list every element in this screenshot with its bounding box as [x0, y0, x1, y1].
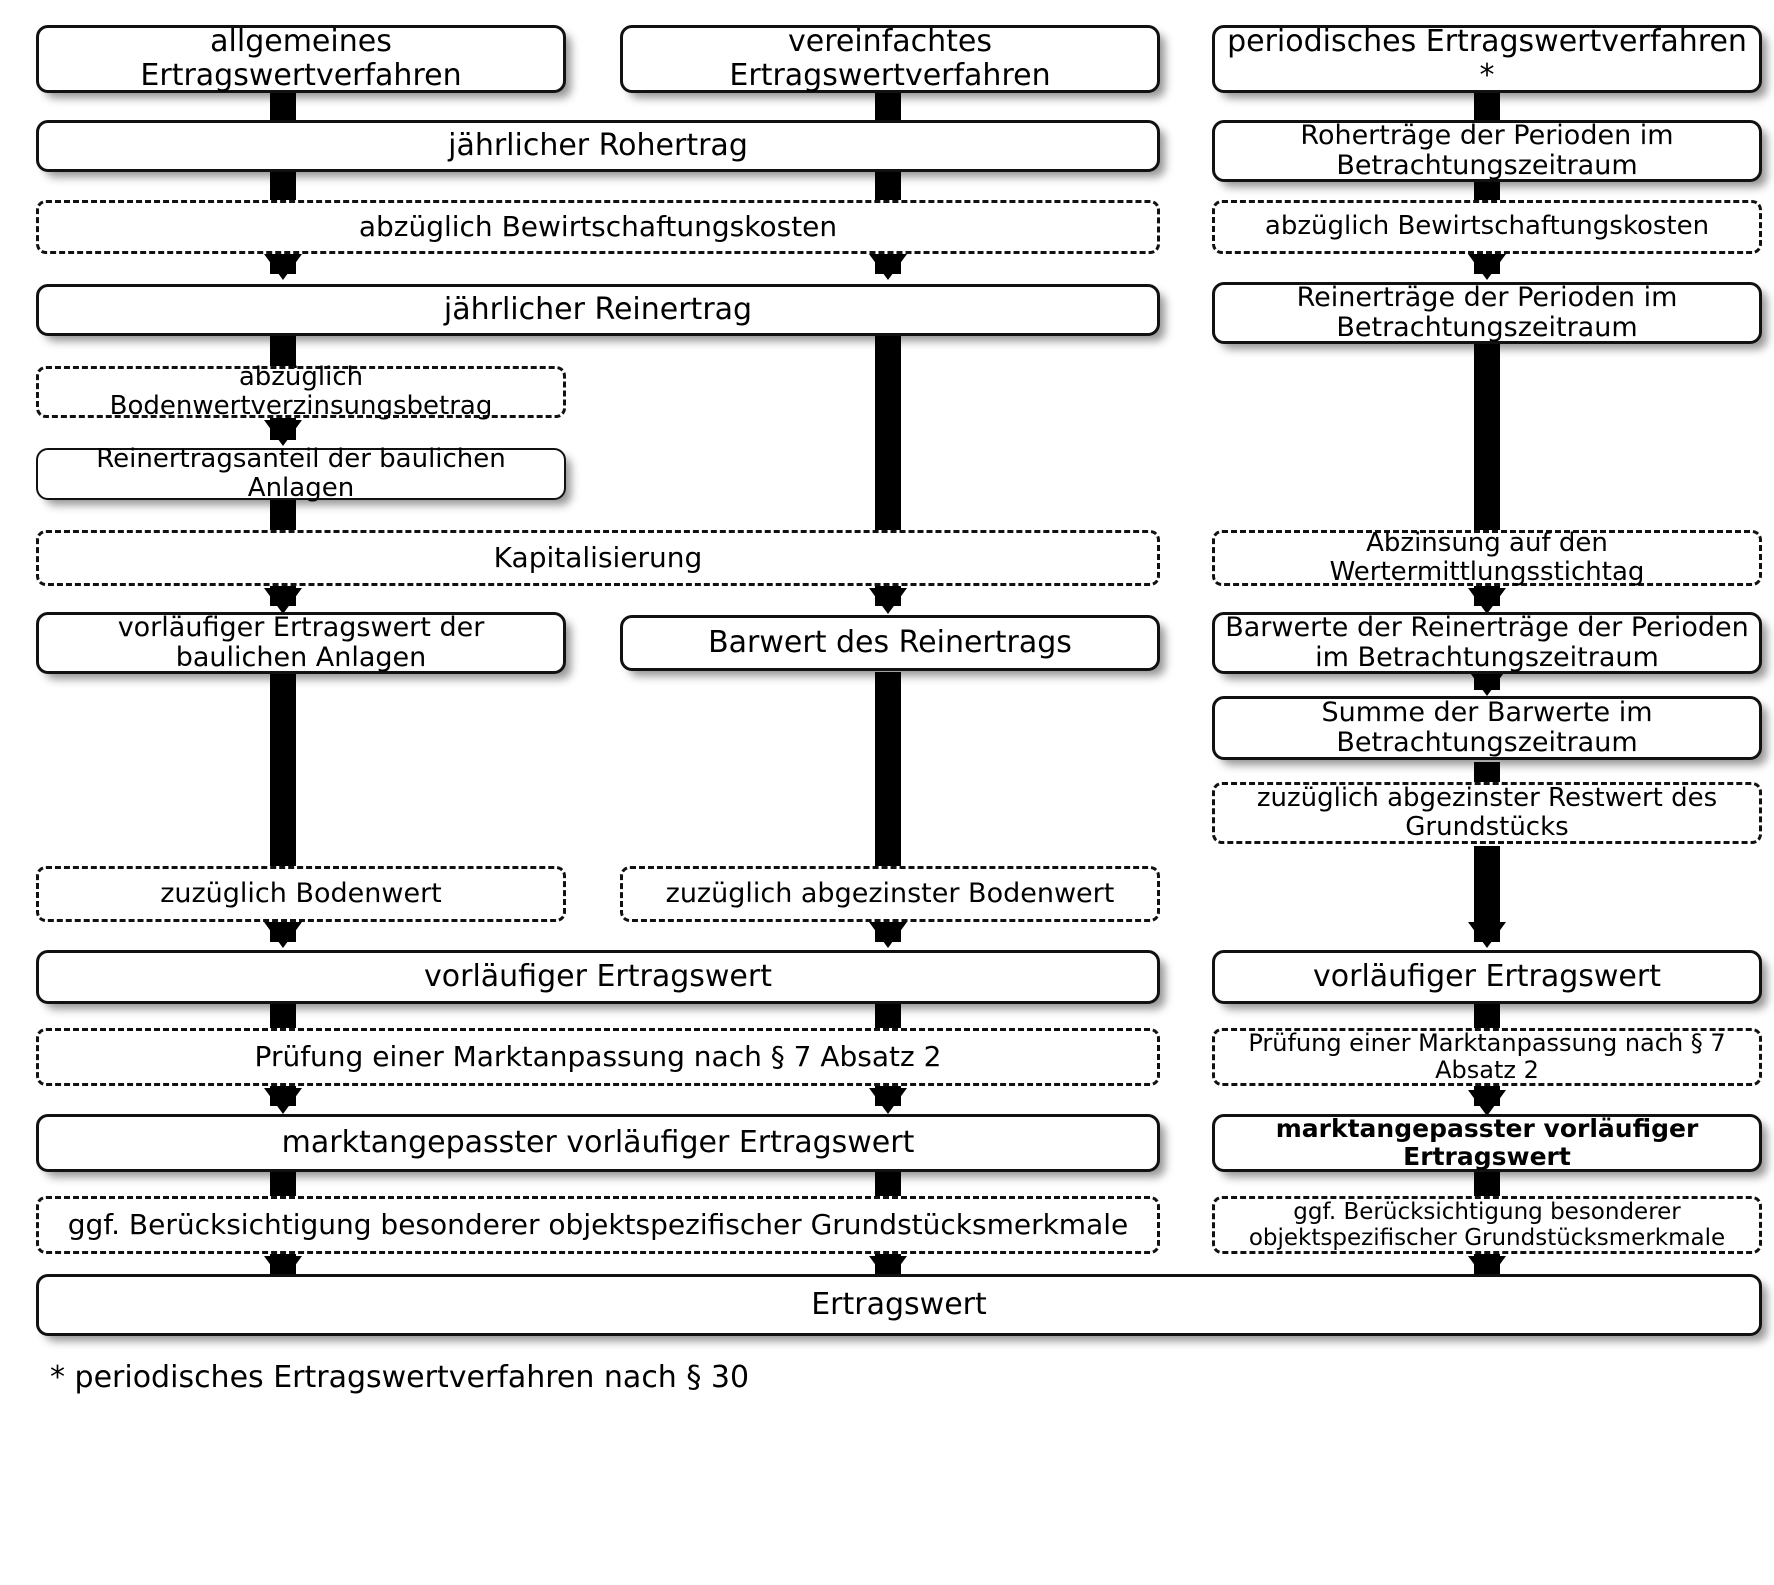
node-label: Roherträge der Perioden im Betrachtungsz… — [1300, 119, 1674, 181]
arrow-c2-vorl-ertragswert — [869, 922, 907, 948]
node-jaehrlicher-reinertrag[interactable]: jährlicher Reinertrag — [36, 284, 1160, 336]
header-allgemeines-ertragswertverfahren[interactable]: allgemeines Ertragswertverfahren — [36, 25, 566, 93]
connector-c2-vorl-to-pruefung — [875, 1004, 901, 1030]
node-marktangepasster-vorlaeufiger-ertragswert-periodisch[interactable]: marktangepasster vorläufiger Ertragswert — [1212, 1114, 1762, 1172]
node-label: marktangepasster vorläufiger Ertragswert — [1275, 1113, 1699, 1171]
node-jaehrlicher-rohertrag[interactable]: jährlicher Rohertrag — [36, 120, 1160, 172]
node-rohertraege-der-perioden[interactable]: Roherträge der Perioden im Betrachtungsz… — [1212, 120, 1762, 182]
connector-c1-anteil-to-kapital — [270, 500, 296, 532]
node-label: vorläufiger Ertragswert — [424, 959, 772, 995]
node-pruefung-marktanpassung[interactable]: Prüfung einer Marktanpassung nach § 7 Ab… — [36, 1028, 1160, 1086]
connector-c1-vorl-to-bodenwert2 — [270, 672, 296, 868]
node-label: Abzinsung auf den Wertermittlungsstichta… — [1329, 527, 1645, 587]
node-label: Summe der Barwerte im Betrachtungszeitra… — [1321, 696, 1653, 758]
arrow-c2-barwert-reinertrags — [869, 588, 907, 614]
arrow-c2-marktangepasst — [869, 1088, 907, 1114]
node-ggf-beruecksichtigung-grundstuecksmerkmale-periodisch[interactable]: ggf. Berücksichtigung besonderer objekts… — [1212, 1196, 1762, 1254]
header-vereinfachtes-ertragswertverfahren[interactable]: vereinfachtes Ertragswertverfahren — [620, 25, 1160, 93]
node-ertragswert-final[interactable]: Ertragswert — [36, 1274, 1762, 1336]
node-kapitalisierung[interactable]: Kapitalisierung — [36, 530, 1160, 586]
node-abzueglich-bewirtschaftungskosten-periodisch[interactable]: abzüglich Bewirtschaftungskosten — [1212, 200, 1762, 254]
header-periodisches-ertragswertverfahren[interactable]: periodisches Ertragswertverfahren * — [1212, 25, 1762, 93]
connector-c3-summe-to-restwert — [1474, 762, 1500, 784]
node-label: abzüglich Bodenwertverzinsungsbetrag — [109, 361, 493, 421]
connector-c1-rohertrag-to-bewirt — [270, 168, 296, 202]
node-label: Prüfung einer Marktanpassung nach § 7 Ab… — [254, 1040, 942, 1074]
connector-c2-barwert-to-bodenwert — [875, 672, 901, 868]
connector-c2-reinertrag-to-kapital — [875, 336, 901, 536]
arrow-c3-marktangepasst — [1468, 1090, 1506, 1116]
node-barwert-des-reinertrags[interactable]: Barwert des Reinertrags — [620, 615, 1160, 671]
node-zuzueglich-abgezinster-restwert[interactable]: zuzüglich abgezinster Restwert des Grund… — [1212, 782, 1762, 844]
node-vorlaeufiger-ertragswert-bauliche-anlagen[interactable]: vorläufiger Ertragswert der baulichen An… — [36, 612, 566, 674]
header-label: vereinfachtes Ertragswertverfahren — [729, 24, 1051, 93]
node-label: Kapitalisierung — [493, 541, 703, 575]
node-label: Ertragswert — [811, 1287, 987, 1323]
node-label: Reinerträge der Perioden im Betrachtungs… — [1296, 281, 1678, 343]
node-summe-der-barwerte[interactable]: Summe der Barwerte im Betrachtungszeitra… — [1212, 696, 1762, 760]
node-label: abzüglich Bewirtschaftungskosten — [1264, 211, 1710, 242]
node-reinertragsanteil-baulicher-anlagen[interactable]: Reinertragsanteil der baulichen Anlagen — [36, 444, 566, 503]
node-label: ggf. Berücksichtigung besonderer objekts… — [1248, 1199, 1726, 1251]
footnote-periodisches-verfahren: * periodisches Ertragswertverfahren nach… — [50, 1360, 749, 1395]
arrow-c3-summe-barwerte — [1468, 670, 1506, 696]
node-reinertraege-der-perioden[interactable]: Reinerträge der Perioden im Betrachtungs… — [1212, 282, 1762, 344]
arrow-c3-barwerte-perioden — [1468, 588, 1506, 614]
connector-c3-vorl-to-pruefung — [1474, 1004, 1500, 1030]
connector-c1-markt-to-merkmale — [270, 1172, 296, 1196]
node-label: jährlicher Rohertrag — [448, 128, 748, 164]
node-vorlaeufiger-ertragswert[interactable]: vorläufiger Ertragswert — [36, 950, 1160, 1004]
connector-c2-rohertrag-to-bewirt — [875, 168, 901, 202]
arrow-c1-vorl-ertragswert-bauliche — [264, 588, 302, 614]
node-label: marktangepasster vorläufiger Ertragswert — [281, 1125, 915, 1161]
arrow-c1-marktangepasst — [264, 1088, 302, 1114]
arrow-c1-reinertrag — [264, 254, 302, 280]
node-label: abzüglich Bewirtschaftungskosten — [358, 210, 838, 244]
node-label: vorläufiger Ertragswert — [1313, 959, 1661, 995]
arrow-c1-reinertragsanteil — [264, 420, 302, 446]
arrow-c3-reinertrag — [1468, 254, 1506, 280]
header-label: allgemeines Ertragswertverfahren — [140, 24, 462, 93]
node-label: Prüfung einer Marktanpassung nach § 7 Ab… — [1248, 1028, 1726, 1084]
node-vorlaeufiger-ertragswert-periodisch[interactable]: vorläufiger Ertragswert — [1212, 950, 1762, 1004]
connector-c3-markt-to-merkmale — [1474, 1172, 1500, 1196]
node-pruefung-marktanpassung-periodisch[interactable]: Prüfung einer Marktanpassung nach § 7 Ab… — [1212, 1028, 1762, 1086]
node-marktangepasster-vorlaeufiger-ertragswert[interactable]: marktangepasster vorläufiger Ertragswert — [36, 1114, 1160, 1172]
node-barwerte-der-reinertraege-perioden[interactable]: Barwerte der Reinerträge der Perioden im… — [1212, 612, 1762, 674]
connector-c2-markt-to-merkmale — [875, 1172, 901, 1196]
node-label: zuzüglich Bodenwert — [160, 877, 442, 909]
node-abzinsung-wertermittlungsstichtag[interactable]: Abzinsung auf den Wertermittlungsstichta… — [1212, 527, 1762, 587]
connector-c2-header-to-rohertrag — [875, 90, 901, 120]
node-label: jährlicher Reinertrag — [443, 292, 753, 328]
connector-c1-header-to-rohertrag — [270, 90, 296, 120]
node-label: Reinertragsanteil der baulichen Anlagen — [96, 443, 506, 503]
connector-c1-reinertrag-to-bodenwert — [270, 336, 296, 370]
node-ggf-beruecksichtigung-grundstuecksmerkmale[interactable]: ggf. Berücksichtigung besonderer objekts… — [36, 1196, 1160, 1254]
node-abzueglich-bodenwertverzinsungsbetrag[interactable]: abzüglich Bodenwertverzinsungsbetrag — [36, 362, 566, 421]
connector-c1-vorl2-to-pruefung — [270, 1004, 296, 1030]
node-abzueglich-bewirtschaftungskosten[interactable]: abzüglich Bewirtschaftungskosten — [36, 200, 1160, 254]
node-zuzueglich-bodenwert[interactable]: zuzüglich Bodenwert — [36, 866, 566, 922]
arrow-c3-vorl-ertragswert — [1468, 922, 1506, 948]
arrow-c1-vorl-ertragswert — [264, 922, 302, 948]
header-label: periodisches Ertragswertverfahren * — [1227, 24, 1747, 93]
node-zuzueglich-abgezinster-bodenwert[interactable]: zuzüglich abgezinster Bodenwert — [620, 866, 1160, 922]
node-label: ggf. Berücksichtigung besonderer objekts… — [67, 1208, 1129, 1242]
node-label: Barwerte der Reinerträge der Perioden im… — [1225, 611, 1749, 673]
node-label: vorläufiger Ertragswert der baulichen An… — [117, 611, 485, 673]
footnote-label: * periodisches Ertragswertverfahren nach… — [50, 1360, 750, 1395]
connector-c3-reinertrag-to-abzinsung — [1474, 344, 1500, 532]
node-label: zuzüglich abgezinster Restwert des Grund… — [1256, 782, 1718, 842]
arrow-c2-reinertrag — [869, 254, 907, 280]
connector-c3-header-to-rohertrag — [1474, 90, 1500, 120]
node-label: zuzüglich abgezinster Bodenwert — [665, 877, 1115, 909]
node-label: Barwert des Reinertrags — [708, 625, 1072, 661]
